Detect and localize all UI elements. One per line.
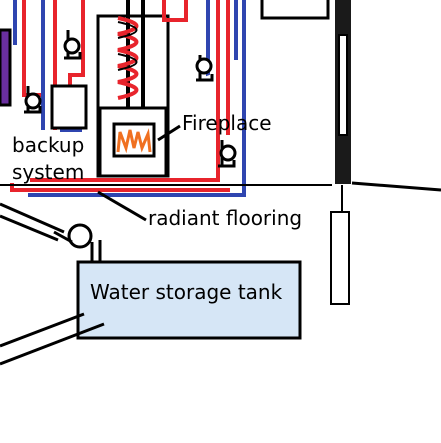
backup-system-label-line1: backup bbox=[12, 133, 85, 157]
pump-icon bbox=[195, 55, 214, 82]
tank-outlet-pipe bbox=[0, 312, 105, 366]
flue-coil bbox=[117, 0, 145, 110]
fireplace-label: Fireplace bbox=[182, 111, 272, 135]
exterior-ground-line bbox=[351, 181, 441, 192]
backup-boiler bbox=[0, 28, 12, 107]
backup-tank bbox=[50, 84, 88, 130]
radiant-flooring-label: radiant flooring bbox=[148, 206, 303, 230]
pump-icon bbox=[63, 30, 82, 60]
roof-box bbox=[260, 0, 330, 20]
water-storage-tank bbox=[76, 260, 302, 340]
flame-icon bbox=[116, 128, 152, 154]
pump-icon bbox=[24, 86, 42, 114]
window bbox=[338, 34, 348, 136]
tank-inlet-pipe bbox=[0, 202, 65, 242]
well-casing bbox=[330, 211, 350, 305]
water-storage-tank-label: Water storage tank bbox=[90, 280, 283, 304]
pump-icon bbox=[218, 140, 237, 168]
backup-system-label-line2: system bbox=[12, 160, 85, 184]
radiant-flooring-leader-line bbox=[97, 190, 147, 222]
fireplace-leader-line bbox=[157, 124, 181, 142]
